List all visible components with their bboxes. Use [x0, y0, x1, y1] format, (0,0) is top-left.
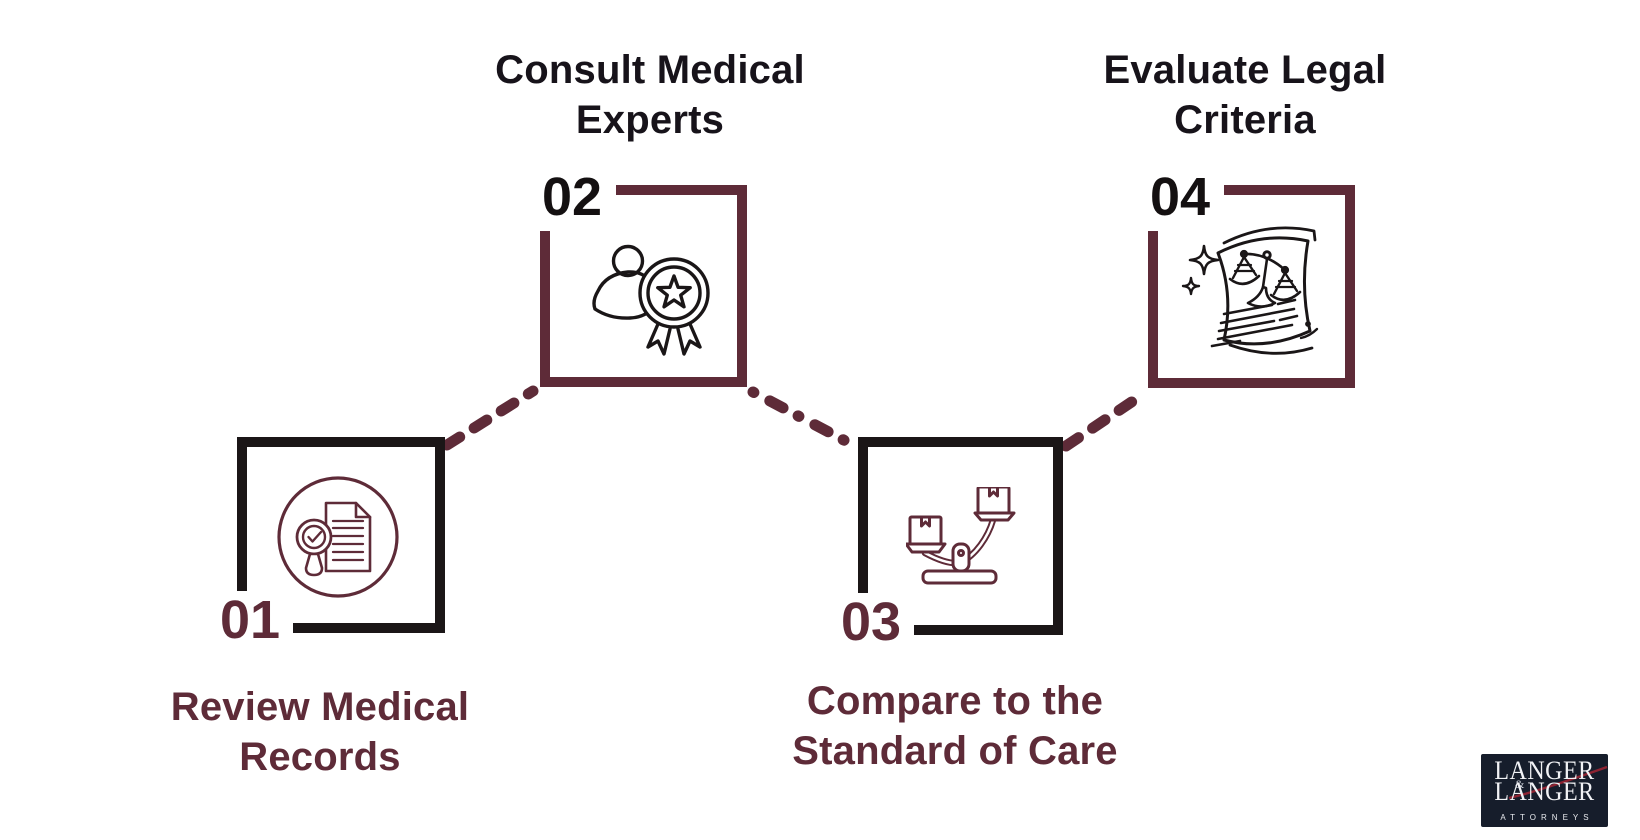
step4-label-line2: Criteria: [1174, 98, 1316, 142]
step1-box: 01: [220, 437, 445, 647]
connector-step1-step2: [441, 385, 539, 451]
step3-box: 03: [841, 437, 1063, 649]
logo-name-top: LANGER: [1494, 756, 1595, 786]
step4-box-border-right: [1345, 185, 1355, 388]
step1-label-line2: Records: [239, 735, 401, 779]
step1-box-border-left: [237, 437, 247, 591]
step2-box-border-top: [616, 185, 747, 195]
step3-box-border-right: [1053, 437, 1063, 635]
step4-label-line1: Evaluate Legal: [1103, 48, 1387, 92]
connector-step3-step4: [1060, 387, 1151, 452]
step2-label-line2: Experts: [575, 98, 725, 142]
step4-box-border-bottom: [1148, 378, 1355, 388]
legal-document-scales-icon: [1181, 226, 1319, 355]
step4-label: Evaluate Legal Criteria: [1035, 45, 1455, 145]
document-review-magnifier-icon: [277, 476, 399, 598]
step4-box-border-top: [1224, 185, 1355, 195]
step2-box-border-bottom: [540, 377, 747, 387]
step3-box-border-top: [858, 437, 1063, 447]
step1-box-border-right: [435, 437, 445, 633]
step4-box-border-left: [1148, 231, 1158, 388]
step1-label-line1: Review Medical: [170, 685, 470, 729]
step2-number: 02: [542, 167, 603, 227]
step3-box-border-bottom: [914, 625, 1063, 635]
step2-label: Consult Medical Experts: [440, 45, 860, 145]
step3-label-line1: Compare to the: [806, 679, 1104, 723]
step1-box-border-top: [237, 437, 445, 447]
step4-box: 04: [1148, 170, 1355, 388]
step4-number: 04: [1150, 167, 1211, 227]
balance-scale-packages-icon: [906, 487, 1016, 585]
step2-box-border-left: [540, 231, 550, 387]
expert-badge-person-icon: [592, 244, 710, 356]
step1-box-border-bottom: [293, 623, 445, 633]
step3-box-border-left: [858, 437, 868, 593]
logo-name-bottom: LANGER: [1494, 777, 1595, 807]
logo-swoosh-curve: [1508, 765, 1608, 800]
step2-label-line1: Consult Medical: [495, 48, 805, 92]
logo-tagline: ATTORNEYS: [1500, 813, 1594, 822]
step1-label: Review Medical Records: [110, 682, 530, 782]
langer-langer-logo: LANGER & LANGER ATTORNEYS: [1481, 754, 1608, 827]
step3-label: Compare to the Standard of Care: [745, 676, 1165, 776]
step3-number: 03: [841, 592, 902, 652]
connector-step2-step3: [747, 386, 861, 452]
step1-number: 01: [220, 590, 281, 650]
step2-box-border-right: [737, 185, 747, 387]
logo-ampersand: &: [1515, 777, 1525, 791]
step2-box: 02: [540, 170, 747, 387]
step3-label-line2: Standard of Care: [792, 729, 1118, 773]
